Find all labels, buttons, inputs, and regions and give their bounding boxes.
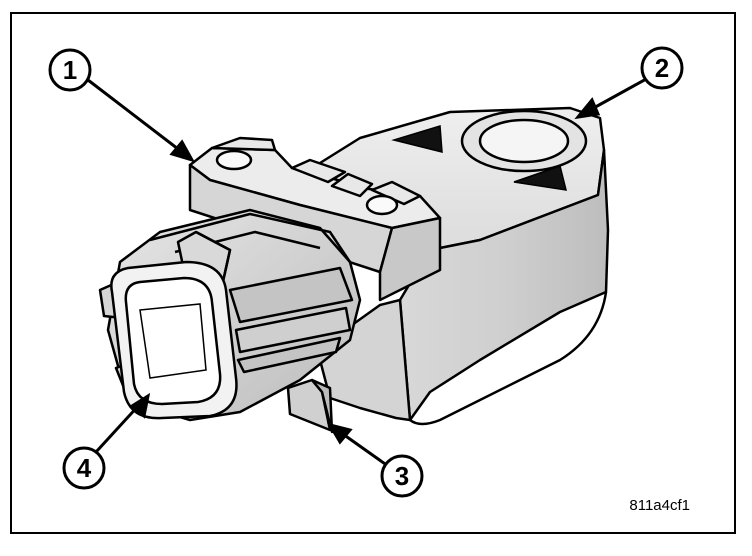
callout-3: 3 (380, 454, 424, 498)
arrowhead-2 (574, 97, 601, 120)
alignment-marks (391, 125, 568, 191)
block-holes (215, 149, 399, 216)
arrowhead-1 (169, 139, 196, 163)
callout-4: 4 (62, 446, 106, 490)
callout-number-3: 3 (395, 461, 409, 491)
callout-circle (380, 454, 424, 498)
arrowhead-3 (326, 422, 353, 445)
callout-circle (62, 446, 106, 490)
callout-circle (640, 46, 684, 90)
callout-1: 1 (48, 48, 92, 92)
leader-lines (87, 76, 649, 468)
leader-line-4 (94, 402, 142, 454)
callout-circle (48, 48, 92, 92)
leader-line-1 (87, 78, 183, 154)
callout-number-2: 2 (655, 53, 669, 83)
leader-line-2 (589, 76, 649, 112)
leader-line-3 (339, 430, 389, 468)
figure-reference-code: 811a4cf1 (629, 497, 690, 514)
mounting-leg (286, 378, 334, 434)
callout-number-1: 1 (63, 55, 77, 85)
mounting-hole (460, 109, 588, 173)
arrowhead-4 (129, 392, 151, 419)
connector-opening (110, 260, 238, 420)
callout-number-4: 4 (77, 453, 92, 483)
callout-2: 2 (640, 46, 684, 90)
